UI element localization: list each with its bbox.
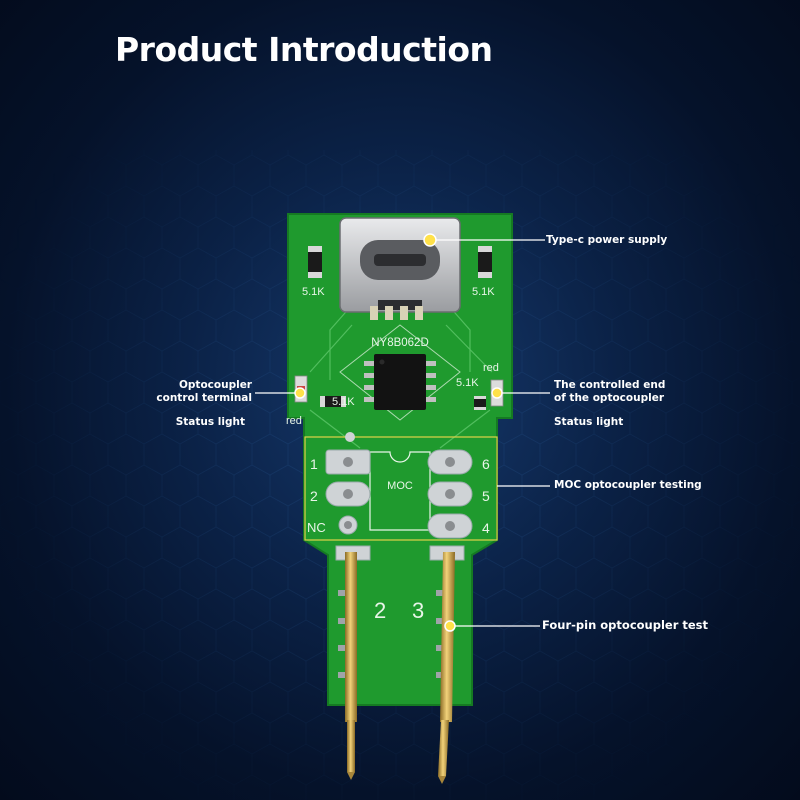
resistor-mid-left: [320, 396, 346, 407]
callout-four-pin-text: Four-pin optocoupler test: [542, 618, 709, 632]
moc-pin-label-5: 5: [482, 488, 490, 504]
moc-pin-label-6: 6: [482, 456, 490, 472]
callout-lines: [255, 239, 550, 627]
callout-type-c: Type-c power supply: [546, 234, 667, 247]
probe-pin-left: [345, 552, 357, 780]
resistor-top-right: [478, 246, 492, 278]
ic-chip: [364, 354, 436, 410]
page-title: Product Introduction: [115, 30, 493, 69]
pad-hole-2: [343, 489, 353, 499]
callout-four-pin: Four-pin optocoupler test: [542, 619, 708, 632]
pcb-board: [287, 213, 513, 706]
pad-hole-6: [445, 457, 455, 467]
pad-hole-5: [445, 489, 455, 499]
led-label-left: red: [286, 415, 302, 427]
callout-type-c-text: Type-c power supply: [546, 234, 668, 246]
pad-hole-1: [343, 457, 353, 467]
silk-outline: [339, 324, 461, 421]
callout-left-status: Status light: [176, 416, 245, 429]
callout-right-status-text: Status light: [554, 416, 624, 428]
callout-controlled-end-line2: of the optocoupler: [554, 392, 664, 404]
resistor-label-mid-right: 5.1K: [456, 377, 479, 389]
tail-pads: [338, 590, 444, 678]
probe-pin-right: [438, 552, 455, 784]
resistor-mid-right: [474, 396, 486, 410]
moc-label: MOC: [387, 480, 413, 492]
chip-label: NY8B062D: [371, 337, 429, 349]
resistor-label-top-right: 5.1K: [472, 286, 495, 298]
callout-left-status-text: Status light: [175, 416, 245, 428]
callout-right-status: Status light: [554, 416, 623, 429]
mounting-dot: [345, 432, 355, 442]
callout-control-terminal-line2: control terminal: [156, 392, 252, 404]
callout-control-terminal-line1: Optocoupler: [178, 379, 252, 391]
probe-label-3: 3: [412, 598, 424, 623]
resistor-label-top-left: 5.1K: [302, 286, 325, 298]
callout-controlled-end: The controlled end of the optocoupler: [554, 379, 665, 405]
pad-hole-4: [445, 521, 455, 531]
moc-pin-label-4: 4: [482, 520, 490, 536]
callout-control-terminal: Optocoupler control terminal: [156, 379, 252, 405]
led-label-right: red: [483, 362, 499, 374]
resistor-top-left: [308, 246, 322, 278]
moc-pin-label-2: 2: [310, 488, 318, 504]
moc-pin-label-nc: NC: [307, 520, 326, 535]
moc-chip-outline: [369, 451, 431, 531]
usb-c-connector: [339, 217, 461, 320]
pad-hole-nc: [344, 521, 352, 529]
moc-pin-label-1: 1: [310, 456, 318, 472]
callout-markers: [294, 233, 503, 632]
moc-test-area: [304, 436, 498, 541]
resistor-label-mid-left: 5.1K: [332, 396, 355, 408]
callout-moc-testing: MOC optocoupler testing: [554, 479, 702, 492]
callout-controlled-end-line1: The controlled end: [554, 379, 666, 391]
callout-moc-testing-text: MOC optocoupler testing: [554, 479, 702, 491]
probe-label-2: 2: [374, 598, 386, 623]
